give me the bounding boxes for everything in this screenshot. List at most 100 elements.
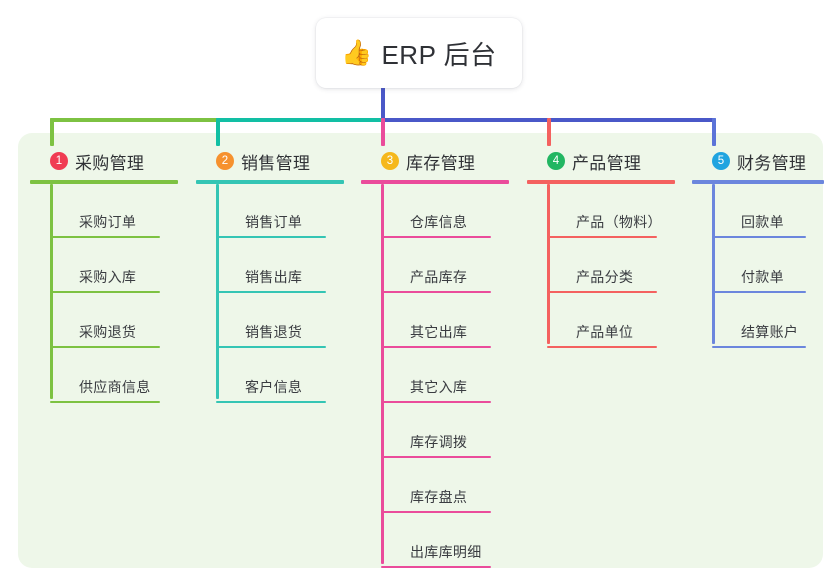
leaf-item[interactable]: 采购入库 <box>50 267 160 293</box>
drop-sales <box>216 118 220 146</box>
leaf-item[interactable]: 回款单 <box>712 212 806 238</box>
column-number-badge-sales: 2 <box>216 152 234 170</box>
leaf-item[interactable]: 采购订单 <box>50 212 160 238</box>
thumbs-up-icon: 👍 <box>341 38 373 67</box>
leaf-item-rule <box>381 456 491 458</box>
leaf-item-rule <box>381 291 491 293</box>
leaf-item-label: 产品（物料） <box>576 214 662 230</box>
column-header-product[interactable]: 4 产品管理 <box>527 148 675 174</box>
column-header-sales[interactable]: 2 销售管理 <box>196 148 344 174</box>
leaf-item-label: 销售出库 <box>245 269 303 285</box>
column-spine-inventory <box>381 184 384 564</box>
leaf-item-label: 采购退货 <box>79 324 137 340</box>
leaf-item-rule <box>216 236 326 238</box>
leaf-item-rule <box>381 511 491 513</box>
column-number-badge-purchasing: 1 <box>50 152 68 170</box>
leaf-item[interactable]: 产品（物料） <box>547 212 662 238</box>
leaf-item-label: 产品分类 <box>576 269 634 285</box>
leaf-item[interactable]: 供应商信息 <box>50 377 160 403</box>
leaf-item-label: 采购入库 <box>79 269 137 285</box>
root-node-card[interactable]: 👍 ERP 后台 <box>316 18 522 88</box>
leaf-item[interactable]: 库存调拨 <box>381 432 491 458</box>
leaf-item[interactable]: 仓库信息 <box>381 212 491 238</box>
content-panel-background <box>18 133 823 568</box>
column-header-rule-product <box>527 180 675 184</box>
leaf-item-rule <box>547 346 657 348</box>
drop-product <box>547 118 551 146</box>
column-body-product: 产品（物料） 产品分类产品单位 <box>527 184 675 348</box>
trunk-teal <box>216 118 384 122</box>
leaf-item-rule <box>381 566 491 568</box>
leaf-item-label: 销售订单 <box>245 214 303 230</box>
column-number-badge-inventory: 3 <box>381 152 399 170</box>
leaf-item-label: 库存盘点 <box>410 489 468 505</box>
leaf-item-label: 销售退货 <box>245 324 303 340</box>
column-number-badge-product: 4 <box>547 152 565 170</box>
column-header-rule-finance <box>692 180 824 184</box>
leaf-item[interactable]: 其它出库 <box>381 322 491 348</box>
leaf-item-rule <box>381 236 491 238</box>
leaf-item-rule <box>381 346 491 348</box>
leaf-item-label: 其它入库 <box>410 379 468 395</box>
column-body-inventory: 仓库信息产品库存其它出库其它入库库存调拨库存盘点出库库明细 <box>361 184 509 568</box>
column-spine-product <box>547 184 550 344</box>
leaf-item[interactable]: 客户信息 <box>216 377 326 403</box>
column-title-sales: 销售管理 <box>241 153 311 173</box>
leaf-item-label: 库存调拨 <box>410 434 468 450</box>
column-body-purchasing: 采购订单采购入库采购退货供应商信息 <box>30 184 178 403</box>
leaf-item-rule <box>712 346 806 348</box>
leaf-item[interactable]: 付款单 <box>712 267 806 293</box>
leaf-item-label: 结算账户 <box>741 324 799 340</box>
leaf-item-rule <box>50 346 160 348</box>
root-stem <box>381 86 385 122</box>
leaf-item-rule <box>216 346 326 348</box>
column-header-finance[interactable]: 5 财务管理 <box>692 148 824 174</box>
column-body-sales: 销售订单销售出库销售退货客户信息 <box>196 184 344 403</box>
leaf-item[interactable]: 库存盘点 <box>381 487 491 513</box>
root-node-title: ERP 后台 <box>381 39 497 70</box>
column-product: 4 产品管理产品（物料） 产品分类产品单位 <box>527 148 675 348</box>
leaf-item-label: 回款单 <box>741 214 784 230</box>
leaf-item-label: 产品库存 <box>410 269 468 285</box>
leaf-item[interactable]: 销售订单 <box>216 212 326 238</box>
leaf-item[interactable]: 结算账户 <box>712 322 806 348</box>
column-header-rule-purchasing <box>30 180 178 184</box>
leaf-item-rule <box>547 291 657 293</box>
trunk-green <box>50 118 219 122</box>
column-sales: 2 销售管理销售订单销售出库销售退货客户信息 <box>196 148 344 403</box>
leaf-item[interactable]: 出库库明细 <box>381 542 491 568</box>
column-spine-finance <box>712 184 715 344</box>
column-finance: 5 财务管理回款单付款单结算账户 <box>692 148 824 348</box>
leaf-item-rule <box>50 291 160 293</box>
leaf-item-label: 产品单位 <box>576 324 634 340</box>
leaf-item[interactable]: 销售出库 <box>216 267 326 293</box>
leaf-item-label: 出库库明细 <box>410 544 482 560</box>
leaf-item-label: 客户信息 <box>245 379 303 395</box>
leaf-item-label: 供应商信息 <box>79 379 151 395</box>
drop-purchasing <box>50 118 54 146</box>
column-title-product: 产品管理 <box>572 153 642 173</box>
leaf-item-rule <box>381 401 491 403</box>
leaf-item-rule <box>50 401 160 403</box>
leaf-item[interactable]: 采购退货 <box>50 322 160 348</box>
drop-inventory <box>381 118 385 146</box>
column-number-badge-finance: 5 <box>712 152 730 170</box>
leaf-item[interactable]: 其它入库 <box>381 377 491 403</box>
leaf-item[interactable]: 产品库存 <box>381 267 491 293</box>
leaf-item-rule <box>547 236 657 238</box>
leaf-item[interactable]: 产品分类 <box>547 267 657 293</box>
leaf-item-rule <box>216 291 326 293</box>
leaf-item[interactable]: 销售退货 <box>216 322 326 348</box>
leaf-item-label: 其它出库 <box>410 324 468 340</box>
column-body-finance: 回款单付款单结算账户 <box>692 184 824 348</box>
leaf-item-rule <box>50 236 160 238</box>
column-header-rule-sales <box>196 180 344 184</box>
leaf-item-label: 仓库信息 <box>410 214 468 230</box>
column-title-finance: 财务管理 <box>737 153 807 173</box>
leaf-item[interactable]: 产品单位 <box>547 322 657 348</box>
